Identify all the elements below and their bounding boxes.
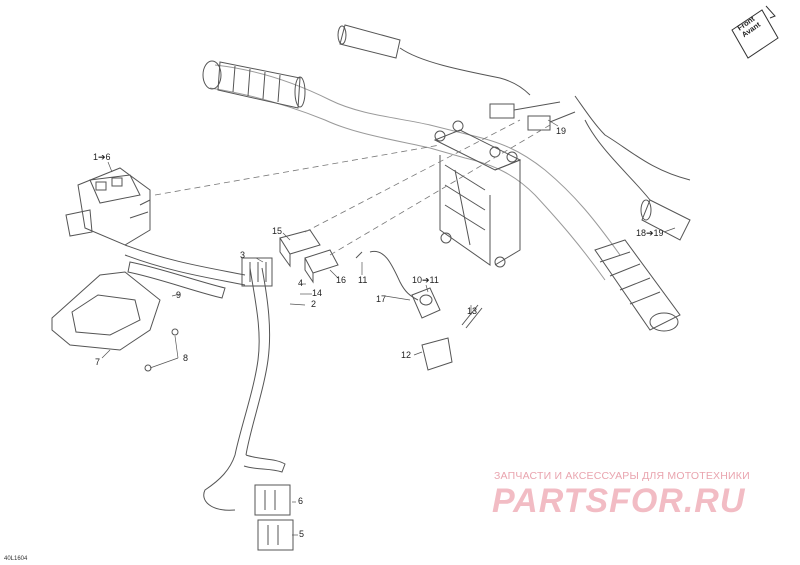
cover-7 xyxy=(51,271,179,372)
callout-19: 19 xyxy=(556,126,567,136)
front-arrow-icon xyxy=(731,5,779,59)
callout-5: 5 xyxy=(299,529,305,539)
callout-6: 6 xyxy=(298,496,304,506)
watermark-tagline: ЗАПЧАСТИ И АКСЕССУАРЫ ДЛЯ МОТОТЕХНИКИ xyxy=(494,470,750,482)
callout-1-6: 1➔6 xyxy=(93,152,111,162)
left-grip xyxy=(202,60,306,109)
callout-18-19: 18➔19 xyxy=(636,228,664,238)
callout-13: 13 xyxy=(467,306,478,316)
callout-8: 8 xyxy=(183,353,189,363)
watermark-logo: PARTSFOR.RU xyxy=(492,482,746,520)
right-grip xyxy=(594,239,681,332)
connectors-19 xyxy=(489,95,691,181)
relay-blocks xyxy=(279,229,339,284)
callout-10-11: 10➔11 xyxy=(412,275,439,285)
callout-3: 3 xyxy=(240,250,246,260)
callout-2: 2 xyxy=(311,299,317,309)
callout-4: 4 xyxy=(298,278,304,288)
document-id: 40L1604 xyxy=(4,556,28,562)
handlebar xyxy=(209,64,621,281)
wiring-harness xyxy=(124,244,286,511)
connectors-5-6 xyxy=(254,484,294,551)
callout-11: 11 xyxy=(358,275,368,285)
guide-lines xyxy=(154,119,551,256)
callout-14: 14 xyxy=(312,288,323,298)
callout-17: 17 xyxy=(376,294,387,304)
callout-9: 9 xyxy=(176,290,182,300)
callout-7: 7 xyxy=(95,357,101,367)
accessory-switch xyxy=(355,250,483,371)
callout-15: 15 xyxy=(272,226,283,236)
callout-16: 16 xyxy=(336,275,347,285)
riser-clamp xyxy=(433,120,522,268)
right-sleeve xyxy=(584,119,691,241)
callout-12: 12 xyxy=(401,350,412,360)
switch-housing xyxy=(65,167,151,246)
top-sleeve xyxy=(337,24,531,96)
callout-leaders xyxy=(101,119,676,536)
